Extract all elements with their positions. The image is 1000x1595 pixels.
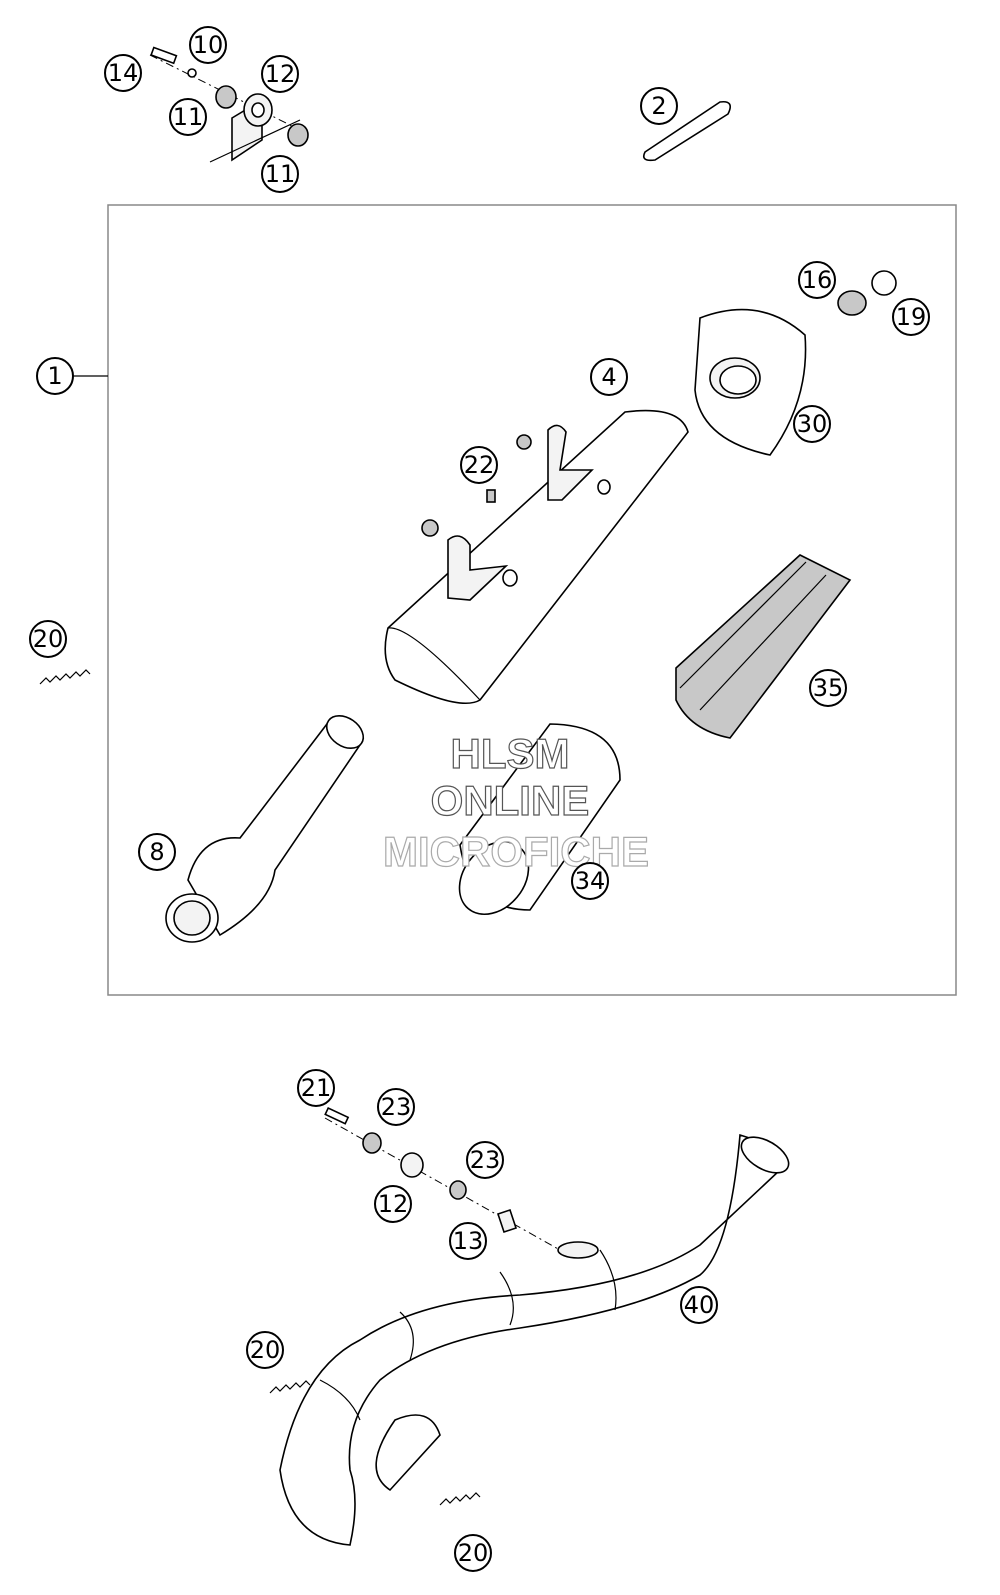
callout-1: 1 xyxy=(36,357,74,395)
callout-11-b: 11 xyxy=(261,155,299,193)
silencer-inlet-pipe xyxy=(165,714,365,943)
bolt-icon xyxy=(150,46,178,65)
heat-shield-gasket xyxy=(642,100,731,162)
svg-text:20: 20 xyxy=(458,1539,489,1567)
screw-icon xyxy=(486,489,496,503)
silencer-mount-bracket xyxy=(447,535,509,601)
tension-spring-icon xyxy=(439,1492,481,1506)
callout-22: 22 xyxy=(460,446,498,484)
washer-icon xyxy=(449,1180,467,1200)
callout-23-b: 23 xyxy=(466,1141,504,1179)
callout-30: 30 xyxy=(793,405,831,443)
rubber-bushing-icon xyxy=(400,1152,424,1178)
callout-20-bottom: 20 xyxy=(454,1534,492,1572)
svg-text:23: 23 xyxy=(381,1093,412,1121)
seal-ring-icon xyxy=(837,290,867,316)
tension-spring-icon xyxy=(39,669,91,685)
svg-text:21: 21 xyxy=(301,1074,332,1102)
svg-text:14: 14 xyxy=(108,59,139,87)
washer-icon xyxy=(187,68,197,78)
svg-text:34: 34 xyxy=(575,867,606,895)
callout-16: 16 xyxy=(798,261,836,299)
callout-20-left: 20 xyxy=(29,620,67,658)
svg-text:20: 20 xyxy=(33,625,64,653)
callout-34: 34 xyxy=(571,862,609,900)
svg-text:35: 35 xyxy=(813,674,844,702)
svg-text:19: 19 xyxy=(896,303,927,331)
grommet-icon xyxy=(215,85,237,109)
svg-text:22: 22 xyxy=(464,451,495,479)
callout-12-top: 12 xyxy=(261,55,299,93)
clamp-nut-icon xyxy=(871,270,897,296)
silencer-end-cap xyxy=(694,308,807,456)
callout-35: 35 xyxy=(809,669,847,707)
callout-14: 14 xyxy=(104,54,142,92)
callout-11-a: 11 xyxy=(169,98,207,136)
silencer-insert-packing xyxy=(458,723,621,916)
watermark-line3: MICROFICHE xyxy=(383,828,649,875)
callout-21: 21 xyxy=(297,1069,335,1107)
bolt-icon xyxy=(324,1106,350,1125)
svg-text:10: 10 xyxy=(193,31,224,59)
svg-text:12: 12 xyxy=(378,1190,409,1218)
svg-text:20: 20 xyxy=(250,1336,281,1364)
callout-4: 4 xyxy=(590,358,628,396)
svg-text:16: 16 xyxy=(802,266,833,294)
svg-text:8: 8 xyxy=(149,838,164,866)
silencer-body xyxy=(384,409,689,705)
svg-text:1: 1 xyxy=(47,362,62,390)
header-pipe xyxy=(279,1133,790,1546)
svg-text:23: 23 xyxy=(470,1146,501,1174)
silencer-assembly-frame xyxy=(107,204,957,996)
bracket-assembly xyxy=(149,46,309,163)
tension-spring-icon xyxy=(269,1380,311,1394)
callout-23-a: 23 xyxy=(377,1088,415,1126)
washer-icon xyxy=(362,1132,382,1154)
callout-40: 40 xyxy=(680,1286,718,1324)
silencer-packing-wool xyxy=(675,554,852,739)
callout-2: 2 xyxy=(640,87,678,125)
callout-12-bottom: 12 xyxy=(374,1185,412,1223)
callout-10: 10 xyxy=(189,26,227,64)
svg-text:4: 4 xyxy=(601,363,616,391)
grommet-icon xyxy=(287,123,309,147)
svg-text:40: 40 xyxy=(684,1291,715,1319)
callout-19: 19 xyxy=(892,298,930,336)
spring-nut-icon xyxy=(496,1208,518,1234)
svg-text:13: 13 xyxy=(453,1227,484,1255)
svg-text:2: 2 xyxy=(651,92,666,120)
svg-text:30: 30 xyxy=(797,410,828,438)
svg-text:11: 11 xyxy=(173,103,204,131)
watermark-line1: HLSM xyxy=(451,730,570,777)
silencer-mount-bracket xyxy=(547,424,594,501)
watermark-line2: ONLINE xyxy=(431,777,590,824)
svg-text:11: 11 xyxy=(265,160,296,188)
callout-20-mid: 20 xyxy=(246,1331,284,1369)
svg-text:12: 12 xyxy=(265,60,296,88)
callout-13: 13 xyxy=(449,1222,487,1260)
callout-8: 8 xyxy=(138,833,176,871)
